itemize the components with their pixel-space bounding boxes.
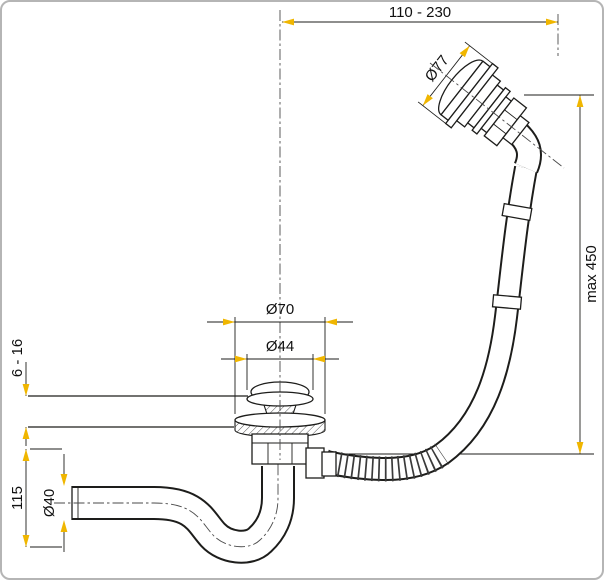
dimension-plug-diameter: Ø44 — [221, 338, 339, 390]
dimension-arrow — [235, 355, 247, 363]
hose-fill — [323, 166, 536, 480]
dimension-arrow — [22, 384, 30, 396]
dim-label-panel-thickness: 6 - 16 — [9, 339, 26, 377]
dimension-arrow — [576, 95, 584, 107]
dim-label-flange-diameter: Ø70 — [266, 301, 294, 318]
overflow-nut-facet-line — [493, 123, 507, 135]
dimension-panel-thickness: 6 - 16 — [9, 339, 30, 446]
drain-assembly — [234, 381, 337, 479]
dimension-arrow — [422, 94, 433, 106]
trap-pipe-fill — [72, 466, 293, 562]
flexible-hose — [323, 165, 538, 482]
trap-pipe — [54, 460, 295, 564]
dimension-arrow — [22, 535, 30, 547]
hose-corrugation — [323, 443, 450, 482]
tee-outlet — [305, 447, 325, 479]
tee-hose-ring — [321, 451, 337, 477]
dimension-arrow — [223, 318, 235, 326]
dim-label-top-span: 110 - 230 — [389, 4, 451, 21]
dim-label-max-height: max 450 — [583, 245, 600, 303]
dim-label-pipe-diameter: Ø40 — [41, 489, 58, 517]
dimension-arrow — [576, 442, 584, 454]
dimension-arrow — [459, 45, 470, 58]
dimension-arrow — [313, 355, 325, 363]
dimension-arrow — [60, 474, 68, 486]
dim-label-outlet-height: 115 — [9, 486, 26, 510]
dimension-arrow — [325, 318, 337, 326]
dimension-top-span: 110 - 230 — [282, 4, 559, 56]
dimension-arrow — [22, 427, 30, 439]
dimension-flange-diameter: Ø70 — [207, 301, 353, 414]
hose-union-nut-lower — [491, 294, 523, 310]
overflow-nut-facet-line — [504, 109, 518, 121]
dimension-max-height: max 450 — [524, 94, 600, 454]
hose-union-nut-upper — [501, 202, 533, 222]
dim-label-plug-diameter: Ø44 — [266, 338, 294, 355]
dimension-arrow — [546, 18, 558, 26]
dimension-outlet-height: 115 — [9, 448, 62, 548]
dimension-pipe-diameter: Ø40 — [41, 454, 68, 552]
dimension-arrow — [22, 449, 30, 461]
trap-pipe-centerline — [54, 460, 279, 548]
tub-floor-lines — [28, 395, 248, 428]
dimension-arrow — [282, 18, 294, 26]
overflow-axis-centerline — [429, 62, 565, 169]
dimension-arrow — [60, 520, 68, 532]
